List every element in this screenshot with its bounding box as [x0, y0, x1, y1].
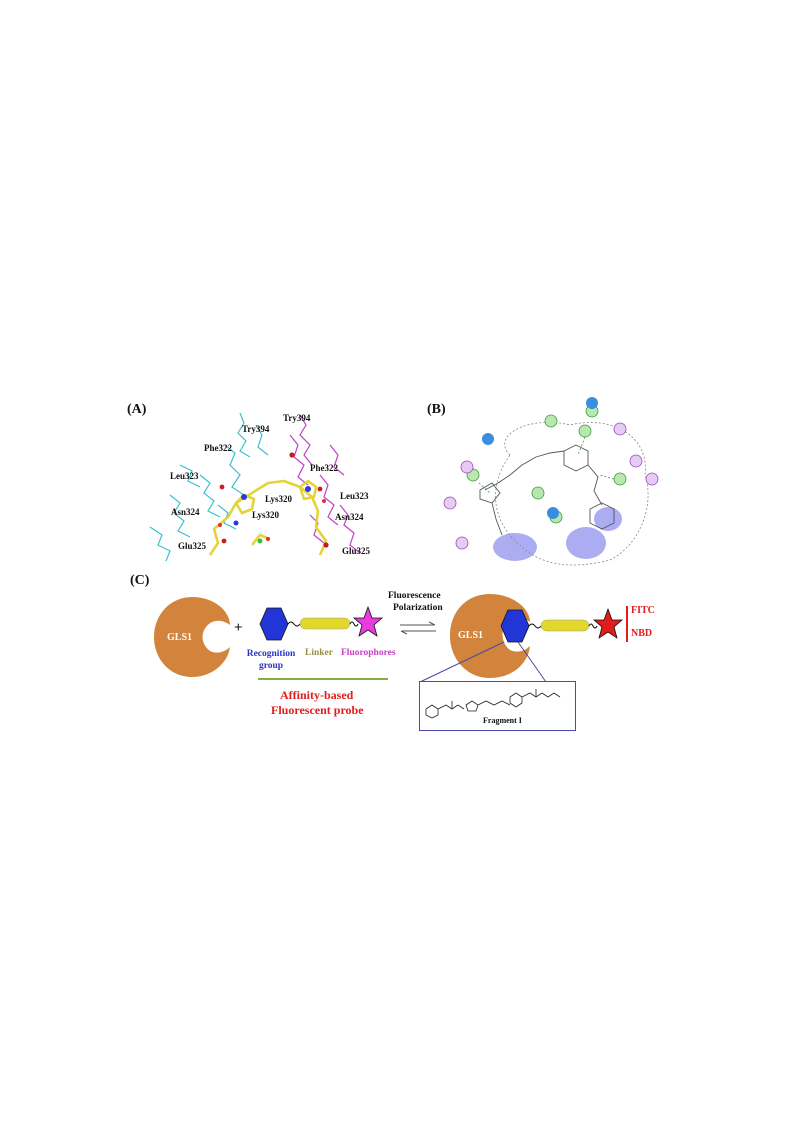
panel-a-tag: (A) — [127, 402, 147, 417]
panel-b-tag: (B) — [427, 402, 446, 417]
residue-phe322-left: Phe322 — [204, 443, 232, 453]
fluorophore-divider — [626, 606, 628, 642]
residue-asn324-left: Asn324 — [171, 507, 200, 517]
bound-star-icon — [592, 607, 624, 639]
arrow-label-line2: Polarization — [393, 603, 443, 613]
bound-hexagon-icon — [500, 609, 530, 643]
linker-bar — [299, 617, 351, 630]
fragment-box — [419, 681, 576, 731]
fluorophore-star-icon — [352, 605, 384, 637]
panel-a-molecular-structure — [149, 412, 361, 562]
residue-try394-right: Try394 — [283, 413, 311, 423]
probe-underline — [258, 678, 388, 680]
gls1-label-left: GLS1 — [167, 632, 193, 643]
recognition-hexagon-icon — [259, 607, 289, 641]
fluorophores-label: Fluorophores — [341, 648, 396, 658]
arrow-label-line1: Fluorescence — [388, 591, 441, 601]
zoom-lines — [419, 641, 547, 683]
probe-title-line1: Affinity-based — [280, 688, 354, 702]
linker-label: Linker — [305, 648, 333, 658]
probe-construct — [259, 605, 384, 641]
residue-try394-left: Try394 — [242, 424, 270, 434]
fragment-label: Fragment I — [483, 716, 522, 725]
fragment-structure — [425, 689, 561, 719]
residue-lys320-a: Lys320 — [265, 494, 293, 504]
residue-leu323-left: Leu323 — [170, 471, 199, 481]
probe-title-line2: Fluorescent probe — [271, 703, 364, 717]
nbd-label: NBD — [631, 628, 653, 639]
residue-phe322-right: Phe322 — [310, 463, 338, 473]
residue-glu325-right: Glu325 — [342, 546, 371, 556]
residue-leu323-right: Leu323 — [340, 491, 369, 501]
panel-c-tag: (C) — [130, 573, 150, 588]
residue-asn324-right: Asn324 — [335, 512, 364, 522]
probe-bound — [500, 607, 624, 643]
panel-b-interaction-map — [443, 397, 659, 566]
fitc-label: FITC — [631, 605, 655, 616]
gls1-label-right: GLS1 — [458, 630, 484, 641]
recognition-group-label: Recognition group — [246, 649, 296, 671]
gls1-protein-left — [154, 597, 230, 677]
plus-sign: + — [234, 620, 243, 636]
residue-lys320-b: Lys320 — [252, 510, 280, 520]
residue-glu325-left: Glu325 — [178, 541, 207, 551]
equilibrium-arrows-icon — [400, 621, 436, 635]
